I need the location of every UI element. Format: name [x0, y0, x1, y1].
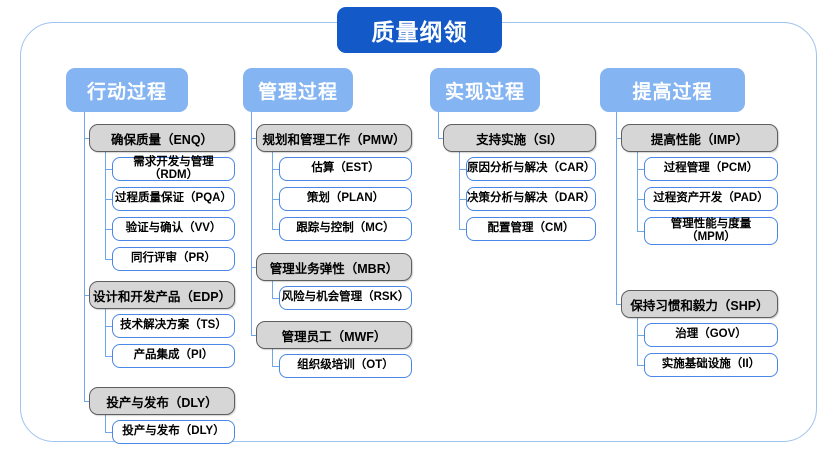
- branch-line-mwf: [272, 349, 274, 367]
- leaf-box-ts[interactable]: 技术解决方案（TS）: [112, 314, 235, 338]
- connector-edp-1: [105, 326, 113, 328]
- group-box-mwf[interactable]: 管理员工（MWF）: [256, 321, 412, 349]
- trunk-line-col2: [251, 112, 253, 336]
- connector-col2-g1: [251, 138, 257, 140]
- connector-col2-g3: [251, 335, 257, 337]
- connector-col1-g1: [84, 138, 90, 140]
- connector-enq-4: [105, 259, 113, 261]
- branch-line-shp: [637, 318, 639, 366]
- branch-line-pmw: [272, 152, 274, 230]
- connector-col4-g1: [616, 138, 622, 140]
- connector-col3-g1: [438, 138, 444, 140]
- connector-edp-2: [105, 356, 113, 358]
- connector-imp-2: [637, 199, 645, 201]
- connector-pmw-3: [272, 229, 280, 231]
- column-header-action[interactable]: 行动过程: [66, 68, 188, 112]
- branch-line-edp: [105, 309, 107, 357]
- column-header-implementation[interactable]: 实现过程: [430, 68, 540, 112]
- connector-enq-3: [105, 229, 113, 231]
- leaf-box-car[interactable]: 原因分析与解决（CAR）: [466, 157, 596, 181]
- connector-col1-g2: [84, 295, 90, 297]
- leaf-box-pqa[interactable]: 过程质量保证（PQA）: [112, 187, 235, 211]
- connector-imp-3: [637, 231, 645, 233]
- branch-line-enq: [105, 152, 107, 260]
- trunk-line-col3: [438, 112, 440, 138]
- leaf-box-vv[interactable]: 验证与确认（VV）: [112, 217, 235, 241]
- group-box-imp[interactable]: 提高性能（IMP）: [621, 124, 778, 152]
- branch-line-mbr: [272, 281, 274, 299]
- leaf-box-mc[interactable]: 跟踪与控制（MC）: [279, 217, 412, 241]
- connector-imp-1: [637, 169, 645, 171]
- column-header-management[interactable]: 管理过程: [243, 68, 353, 112]
- group-box-dly[interactable]: 投产与发布（DLY）: [89, 387, 235, 415]
- connector-si-1: [459, 169, 467, 171]
- leaf-box-pcm[interactable]: 过程管理（PCM）: [644, 157, 778, 181]
- group-box-mbr[interactable]: 管理业务弹性（MBR）: [256, 253, 412, 281]
- connector-shp-1: [637, 335, 645, 337]
- column-header-improvement[interactable]: 提高过程: [600, 68, 745, 112]
- group-box-edp[interactable]: 设计和开发产品（EDP）: [89, 281, 235, 309]
- connector-enq-2: [105, 199, 113, 201]
- group-box-shp[interactable]: 保持习惯和毅力（SHP）: [621, 290, 778, 318]
- group-box-pmw[interactable]: 规划和管理工作（PMW）: [256, 124, 412, 152]
- leaf-box-gov[interactable]: 治理（GOV）: [644, 323, 778, 347]
- trunk-line-col4: [616, 112, 618, 305]
- connector-pmw-2: [272, 199, 280, 201]
- leaf-box-est[interactable]: 估算（EST）: [279, 157, 412, 181]
- connector-col2-g2: [251, 267, 257, 269]
- connector-col4-g2: [616, 304, 622, 306]
- connector-col1-g3: [84, 401, 90, 403]
- connector-enq-1: [105, 169, 113, 171]
- leaf-box-plan[interactable]: 策划（PLAN）: [279, 187, 412, 211]
- connector-pmw-1: [272, 169, 280, 171]
- branch-line-dly: [105, 415, 107, 433]
- group-box-enq[interactable]: 确保质量（ENQ）: [89, 124, 235, 152]
- leaf-box-pr[interactable]: 同行评审（PR）: [112, 247, 235, 271]
- leaf-box-ot[interactable]: 组织级培训（OT）: [279, 354, 412, 378]
- leaf-box-cm[interactable]: 配置管理（CM）: [466, 217, 596, 241]
- trunk-line-col1: [84, 112, 86, 401]
- leaf-box-pi[interactable]: 产品集成（PI）: [112, 344, 235, 368]
- connector-si-2: [459, 199, 467, 201]
- connector-mbr-1: [272, 298, 280, 300]
- connector-mwf-1: [272, 366, 280, 368]
- leaf-box-dar[interactable]: 决策分析与解决（DAR）: [466, 187, 596, 211]
- leaf-box-dly-child[interactable]: 投产与发布（DLY）: [112, 420, 235, 444]
- leaf-box-ii[interactable]: 实施基础设施（II）: [644, 353, 778, 377]
- leaf-box-pad[interactable]: 过程资产开发（PAD）: [644, 187, 778, 211]
- branch-line-imp: [637, 152, 639, 232]
- group-box-si[interactable]: 支持实施（SI）: [443, 124, 596, 152]
- branch-line-si: [459, 152, 461, 230]
- leaf-box-rsk[interactable]: 风险与机会管理（RSK）: [279, 286, 412, 310]
- connector-shp-2: [637, 365, 645, 367]
- leaf-box-mpm[interactable]: 管理性能与度量（MPM）: [644, 217, 778, 245]
- connector-si-3: [459, 229, 467, 231]
- connector-dly-1: [105, 432, 113, 434]
- leaf-box-rdm[interactable]: 需求开发与管理（RDM）: [112, 156, 235, 181]
- root-title-node: 质量纲领: [337, 7, 502, 53]
